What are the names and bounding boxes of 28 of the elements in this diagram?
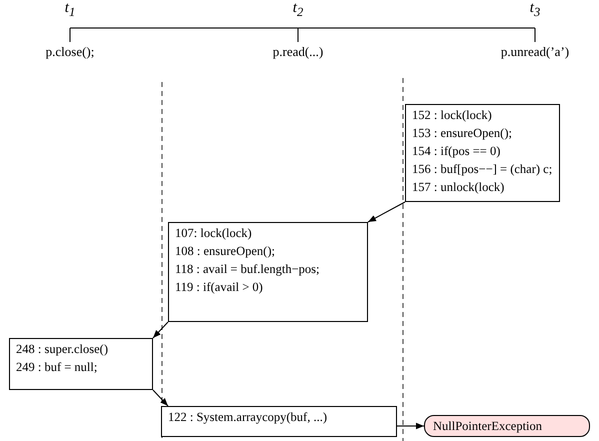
code-line: 157 : unlock(lock) [412,180,506,194]
code-line: 122 : System.arraycopy(buf, ...) [168,410,328,424]
code-line: 153 : ensureOpen(); [412,126,513,140]
code-line: 119 : if(avail > 0) [175,280,264,294]
code-line: 248 : super.close() [16,342,109,356]
thread-label: t$_{3}$ [530,0,540,20]
code-line: 156 : buf[pos−−] = (char) c; [412,162,554,176]
arrow [152,390,168,406]
thread-label: t$_{1}$ [64,0,76,20]
code-line: 249 : buf = null; [16,360,98,374]
method-call: p.read(...) [272,44,324,60]
arrow [368,202,406,222]
code-box [9,338,153,390]
method-call: p.unread(’a’) [500,44,570,60]
code-box [405,104,560,202]
exception-name: NullPointerException [433,419,544,433]
code-line: 118 : avail = buf.length−pos; [175,262,321,276]
code-line: 154 : if(pos == 0) [412,144,502,158]
arrow [396,422,424,430]
method-call: p.close(); [46,44,94,60]
code-line: 107: lock(lock) [175,226,253,240]
code-line: 152 : lock(lock) [412,108,493,122]
thread-label: t$_{2}$ [292,0,304,20]
code-line: 108 : ensureOpen(); [175,244,276,258]
code-box [168,222,368,322]
arrow [152,322,168,338]
code-box [161,406,397,437]
exception-box [424,415,590,437]
